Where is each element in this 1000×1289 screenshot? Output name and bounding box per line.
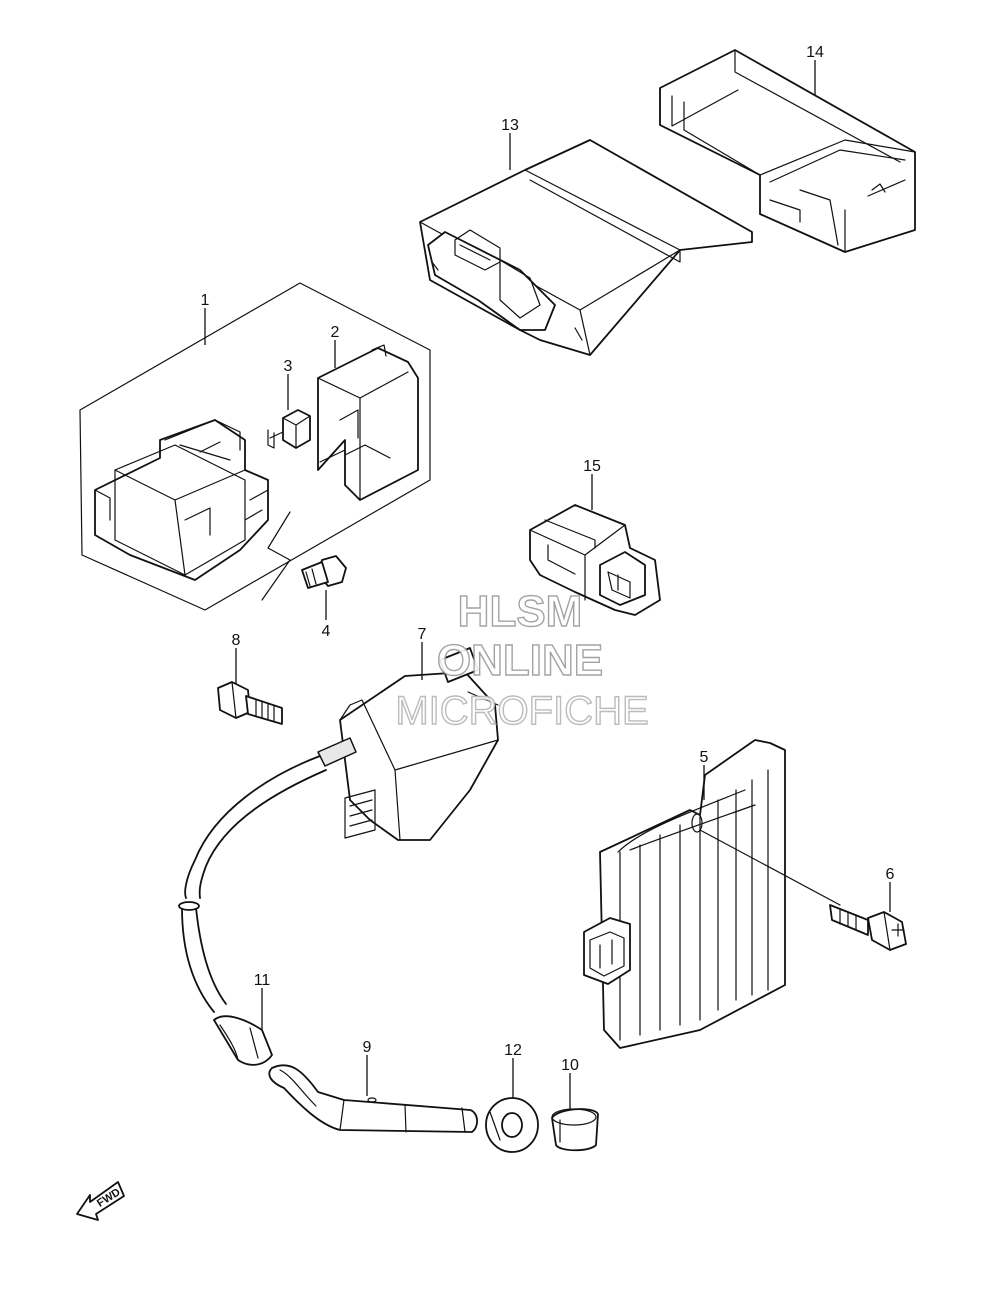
screw-icon[interactable] (301, 555, 347, 589)
callout-13: 13 (501, 117, 519, 134)
callout-6: 6 (886, 866, 895, 883)
relay-icon[interactable] (529, 504, 661, 616)
regulator-rectifier-icon[interactable] (583, 739, 786, 1049)
bolt-icon[interactable] (217, 681, 283, 725)
callout-11: 11 (254, 972, 271, 989)
watermark-line-2: ONLINE (437, 636, 603, 685)
callout-1: 1 (201, 292, 210, 309)
callout-8: 8 (232, 632, 241, 649)
relay-assembly-icon[interactable] (94, 419, 291, 601)
watermark: HLSM ONLINE MICROFICHE (395, 586, 650, 733)
callout-9: 9 (363, 1039, 372, 1056)
relay-assembly-frame (79, 282, 431, 611)
callout-12: 12 (504, 1042, 522, 1059)
callout-5: 5 (700, 749, 709, 766)
callout-3: 3 (284, 358, 293, 375)
callout-labels: 1 2 3 4 5 6 7 8 9 10 11 12 13 14 15 (201, 44, 895, 1074)
relay-cover-icon[interactable] (317, 344, 419, 501)
callout-10: 10 (561, 1057, 579, 1074)
fwd-arrow-icon: FWD (76, 1181, 125, 1221)
plug-cap-icon[interactable] (268, 1064, 478, 1133)
watermark-line-1: HLSM (458, 587, 583, 636)
ignition-coil-icon[interactable] (178, 647, 499, 1013)
callout-15: 15 (583, 458, 601, 475)
grommet-icon[interactable] (213, 1015, 273, 1066)
callout-4: 4 (322, 623, 331, 640)
callout-2: 2 (331, 324, 340, 341)
ecm-icon[interactable] (419, 139, 753, 356)
callout-7: 7 (418, 626, 427, 643)
ecm-cover-icon[interactable] (659, 49, 916, 253)
fuse-icon[interactable] (267, 409, 311, 449)
watermark-line-3: MICROFICHE (395, 689, 648, 733)
callout-14: 14 (806, 44, 824, 61)
bolt-icon[interactable] (699, 829, 907, 951)
leader-lines (204, 60, 891, 1110)
cushion-icon[interactable] (485, 1097, 539, 1153)
collar-icon[interactable] (551, 1108, 599, 1152)
